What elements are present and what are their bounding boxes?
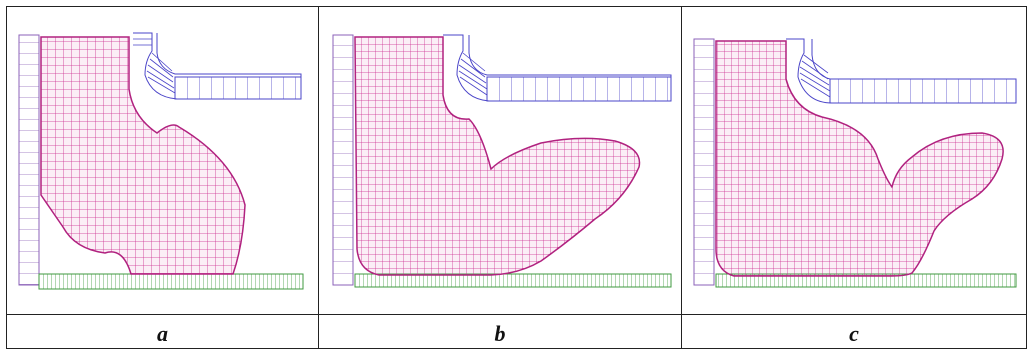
bottom-support [38,273,304,290]
panel-label-a: a [157,321,168,346]
left-support [332,34,354,286]
column-divider [681,7,682,348]
top-support [133,32,302,100]
panel-b [319,9,680,311]
mesh-region [354,36,641,276]
figure-table: a b c [6,6,1027,349]
panel-label-c: c [849,321,859,346]
mesh-region [715,40,1004,277]
panel-label-b: b [494,321,506,346]
panel-a [7,9,317,311]
column-divider [318,7,319,348]
bottom-support [354,273,672,288]
left-support [18,34,40,286]
panel-c [682,9,1026,311]
top-support [786,38,1017,104]
left-support [693,38,715,286]
top-support [443,34,672,102]
row-divider [7,314,1026,315]
mesh-region [40,36,246,275]
